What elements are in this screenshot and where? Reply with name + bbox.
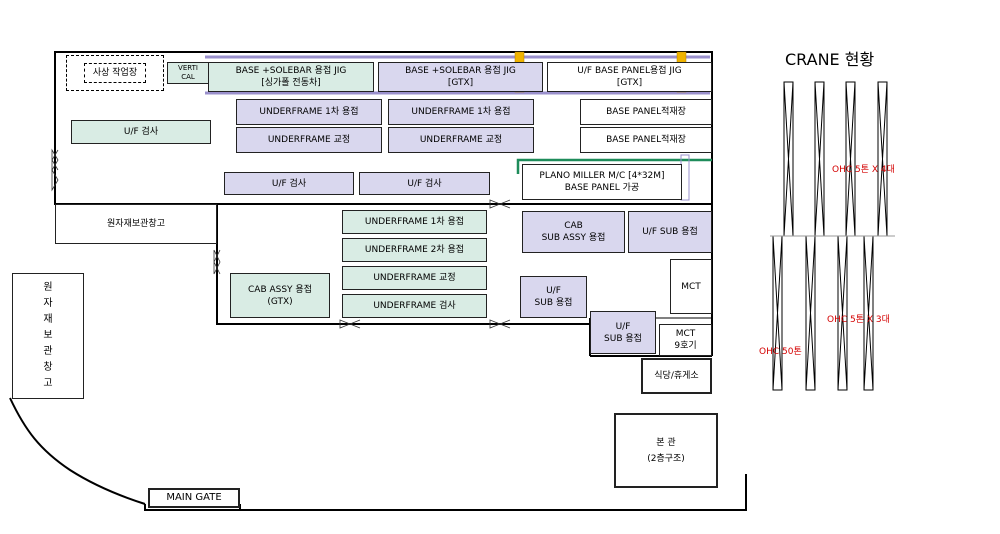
main-building: 본 관 (2층구조) bbox=[614, 413, 718, 488]
paint-area: 사상 작업장 bbox=[66, 55, 164, 91]
cab-sub-assy: CAB SUB ASSY 용접 bbox=[522, 211, 625, 253]
main-gate: MAIN GATE bbox=[148, 488, 240, 508]
uf-weld2: UNDERFRAME 2차 용접 bbox=[342, 238, 487, 262]
uf-weld1-b: UNDERFRAME 1차 용접 bbox=[388, 99, 534, 125]
jig-uf-panel: U/F BASE PANEL용접 JIG [GTX] bbox=[547, 62, 712, 92]
cafeteria: 식당/휴게소 bbox=[641, 358, 712, 394]
uf-inspect-left: U/F 검사 bbox=[71, 120, 211, 144]
uf-sub-weld-c: U/F SUB 용접 bbox=[590, 311, 656, 354]
raw-material-store-side: 원 자 재 보 관 창 고 bbox=[12, 273, 84, 399]
base-panel-store-b: BASE PANEL적재장 bbox=[580, 127, 712, 153]
crane-label-top: OHC 5톤 X 4대 bbox=[832, 165, 895, 175]
uf-inspect-b: U/F 검사 bbox=[359, 172, 490, 195]
mct-machine: MCT bbox=[670, 259, 712, 314]
raw-material-store-top: 원자재보관창고 bbox=[55, 204, 217, 244]
uf-sub-weld-a: U/F SUB 용접 bbox=[628, 211, 712, 253]
uf-inspect-c: UNDERFRAME 검사 bbox=[342, 294, 487, 318]
uf-correct-c: UNDERFRAME 교정 bbox=[342, 266, 487, 290]
mct-9: MCT 9호기 bbox=[659, 324, 712, 356]
jig-singapore: BASE +SOLEBAR 용접 JIG [싱가폴 전동차] bbox=[208, 62, 374, 92]
uf-inspect-a: U/F 검사 bbox=[224, 172, 354, 195]
paint-area-label: 사상 작업장 bbox=[83, 63, 147, 83]
uf-weld1-a: UNDERFRAME 1차 용접 bbox=[236, 99, 382, 125]
base-panel-store-a: BASE PANEL적재장 bbox=[580, 99, 712, 125]
crane-label-mid: OHC 5톤 X 3대 bbox=[827, 315, 890, 325]
uf-weld1-c: UNDERFRAME 1차 용접 bbox=[342, 210, 487, 234]
plano-miller: PLANO MILLER M/C [4*32M] BASE PANEL 가공 bbox=[522, 164, 682, 200]
crane-title: CRANE 현황 bbox=[785, 50, 875, 69]
jig-gtx-base: BASE +SOLEBAR 용접 JIG [GTX] bbox=[378, 62, 543, 92]
crane-label-bottom: OHC 50톤 bbox=[759, 347, 802, 357]
cab-assy-weld: CAB ASSY 용접 (GTX) bbox=[230, 273, 330, 318]
uf-sub-weld-b: U/F SUB 용접 bbox=[520, 276, 587, 318]
uf-correct-b: UNDERFRAME 교정 bbox=[388, 127, 534, 153]
uf-correct-a: UNDERFRAME 교정 bbox=[236, 127, 382, 153]
